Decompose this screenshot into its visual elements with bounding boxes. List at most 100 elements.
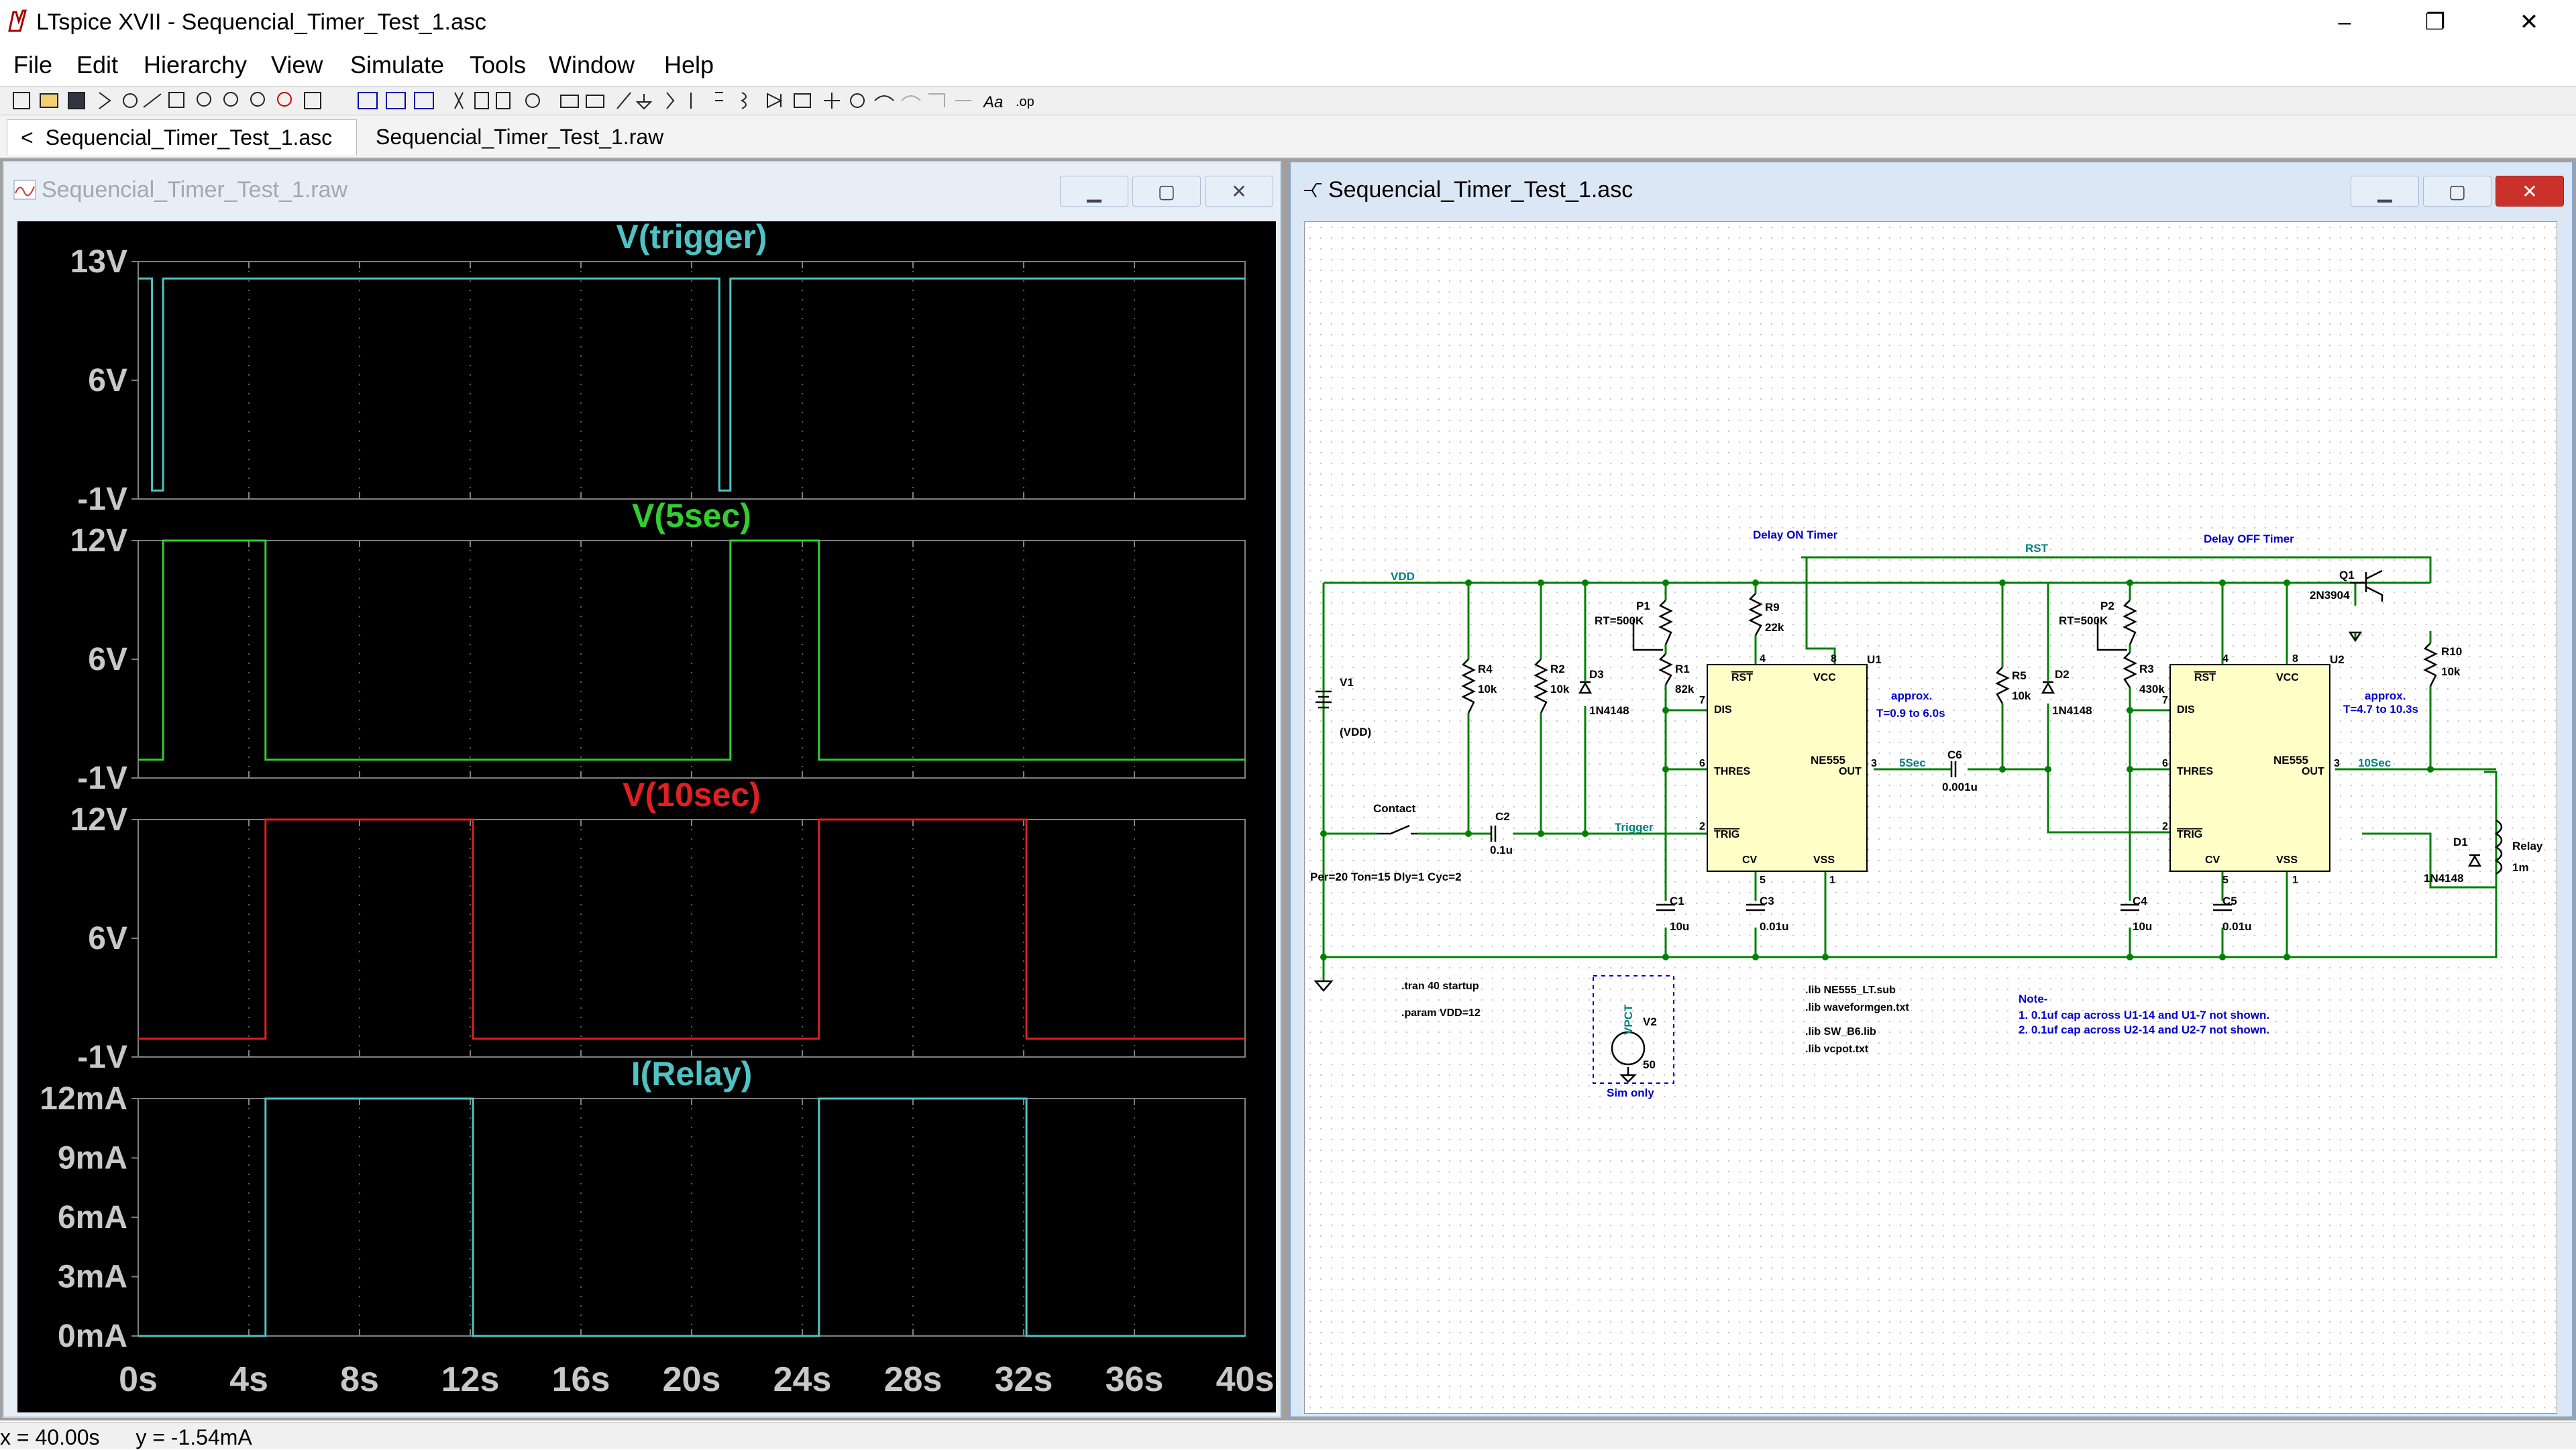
svg-text:VSS: VSS: [1813, 854, 1835, 866]
tab-waveform[interactable]: Sequencial_Timer_Test_1.raw: [362, 119, 711, 154]
y-tick-label: 0mA: [58, 1319, 127, 1354]
net-10sec: 10Sec: [2358, 757, 2391, 769]
rotate-icon: [928, 93, 945, 107]
plot-frame: [138, 261, 1246, 500]
schematic-drawing[interactable]: .w{stroke:#008000;stroke-width:3;fill:no…: [1305, 222, 2557, 1413]
autorange-icon: [304, 92, 321, 109]
svg-text:4: 4: [2222, 653, 2229, 665]
toolbar: Aa .op: [0, 86, 2576, 115]
mdi-workspace: Sequencial_Timer_Test_1.raw ▁ ▢ ✕ V(trig…: [0, 158, 2576, 1420]
label-net-icon: [666, 92, 675, 109]
svg-text:7: 7: [2162, 695, 2168, 706]
control-panel-icon: [99, 92, 111, 109]
label-c6: C6: [1947, 748, 1962, 761]
tab-scroll-left-icon[interactable]: <: [21, 125, 34, 150]
schematic-window-titlebar[interactable]: Sequencial_Timer_Test_1.asc ▁ ▢ ✕: [1291, 162, 2572, 216]
label-v2: V2: [1643, 1015, 1657, 1028]
plot-frame: [138, 540, 1246, 779]
label-r9: R9: [1765, 601, 1780, 614]
y-tick-label: 6V: [88, 642, 127, 677]
plot-title: I(Relay): [631, 1055, 753, 1093]
menu-simulate[interactable]: Simulate: [350, 51, 445, 78]
svg-text:RST: RST: [1731, 672, 1753, 683]
cascade-icon: [386, 92, 406, 109]
menu-view[interactable]: View: [271, 51, 323, 78]
cut-icon: [454, 92, 464, 109]
x-tick-label: 20s: [663, 1360, 721, 1399]
plot-title: V(5sec): [632, 497, 751, 535]
new-schematic-icon: [13, 92, 30, 109]
directive-tran: .tran 40 startup: [1401, 981, 1479, 992]
waveform-window[interactable]: Sequencial_Timer_Test_1.raw ▁ ▢ ✕ V(trig…: [3, 161, 1281, 1418]
label-approx-1: approx.: [1891, 689, 1932, 702]
label-p1-val: RT=500K: [1595, 614, 1644, 627]
series-line: [138, 818, 1245, 1040]
y-tick-label: -1V: [77, 1040, 127, 1075]
label-c3-val: 0.01u: [1760, 920, 1788, 933]
close-window-icon: [414, 92, 434, 109]
x-tick-label: 40s: [1216, 1360, 1275, 1399]
svg-text:TRIG: TRIG: [1714, 829, 1739, 840]
tab-schematic[interactable]: < Sequencial_Timer_Test_1.asc: [7, 119, 357, 155]
label-d2-val: 1N4148: [2052, 704, 2092, 717]
svg-text:5: 5: [1760, 875, 1766, 886]
schematic-minimize-button[interactable]: ▁: [2351, 176, 2419, 207]
label-q1: Q1: [2339, 569, 2355, 581]
schematic-icon: [1304, 183, 1322, 198]
net-5sec: 5Sec: [1899, 757, 1926, 769]
pan-icon: [223, 92, 238, 107]
halt-icon: [123, 93, 138, 108]
label-sim-only: Sim only: [1607, 1086, 1654, 1099]
label-d1: D1: [2453, 836, 2468, 848]
label-r10: R10: [2441, 645, 2462, 658]
menu-tools[interactable]: Tools: [470, 51, 527, 78]
waveform-window-titlebar[interactable]: Sequencial_Timer_Test_1.raw ▁ ▢ ✕: [4, 162, 1280, 216]
minimize-button[interactable]: –: [2338, 9, 2351, 35]
waveform-close-button[interactable]: ✕: [1205, 176, 1273, 207]
menu-window[interactable]: Window: [549, 51, 635, 78]
move-icon: [824, 93, 840, 109]
y-tick-label: 9mA: [58, 1141, 127, 1176]
ltspice-app-icon: [8, 9, 27, 32]
label-d3-val: 1N4148: [1589, 704, 1629, 717]
waveform-minimize-button[interactable]: ▁: [1060, 176, 1128, 207]
x-tick-label: 8s: [340, 1360, 379, 1399]
directive-lib-1: .lib NE555_LT.sub: [1805, 985, 1896, 996]
maximize-button[interactable]: ❐: [2424, 9, 2446, 35]
svg-text:8: 8: [1831, 653, 1837, 665]
waveform-maximize-button[interactable]: ▢: [1132, 176, 1201, 207]
capacitor-icon: [715, 92, 723, 101]
menu-edit[interactable]: Edit: [76, 51, 119, 78]
menu-hierarchy[interactable]: Hierarchy: [144, 51, 248, 78]
x-tick-label: 4s: [229, 1360, 268, 1399]
menu-file[interactable]: File: [13, 51, 53, 78]
schematic-canvas[interactable]: .w{stroke:#008000;stroke-width:3;fill:no…: [1304, 221, 2557, 1414]
svg-text:TRIG: TRIG: [2177, 829, 2202, 840]
status-x: x = 40.00s: [0, 1425, 100, 1449]
label-approx-2-range: T=4.7 to 10.3s: [2343, 703, 2418, 716]
window-title: LTspice XVII - Sequencial_Timer_Test_1.a…: [36, 9, 486, 35]
toolbar-icons: Aa .op: [13, 92, 1034, 111]
note-line-1: 1. 0.1uf cap across U1-14 and U1-7 not s…: [2019, 1009, 2269, 1021]
schematic-maximize-button[interactable]: ▢: [2423, 176, 2491, 207]
schematic-close-button[interactable]: ✕: [2496, 176, 2564, 207]
spice-directive-icon: .op: [1016, 95, 1034, 109]
schematic-window[interactable]: Sequencial_Timer_Test_1.asc ▁ ▢ ✕ .w{str…: [1289, 161, 2573, 1418]
svg-text:VSS: VSS: [2276, 854, 2298, 866]
label-p2-val: RT=500K: [2059, 614, 2108, 627]
note-line-2: 2. 0.1uf cap across U2-14 and U2-7 not s…: [2019, 1023, 2269, 1036]
plot-frame: [138, 1098, 1246, 1337]
series-line: [138, 277, 1245, 492]
draw-wire-icon: [616, 92, 631, 109]
menu-help[interactable]: Help: [664, 51, 714, 78]
close-button[interactable]: ✕: [2519, 9, 2539, 35]
svg-text:5: 5: [2222, 875, 2229, 886]
svg-text:RST: RST: [2194, 672, 2216, 683]
copy-icon: [474, 92, 489, 109]
menu-bar: File Edit Hierarchy View Simulate Tools …: [0, 46, 2576, 83]
svg-text:OUT: OUT: [2302, 766, 2324, 777]
print-icon: [560, 95, 579, 108]
label-r4-val: 10k: [1478, 683, 1497, 695]
